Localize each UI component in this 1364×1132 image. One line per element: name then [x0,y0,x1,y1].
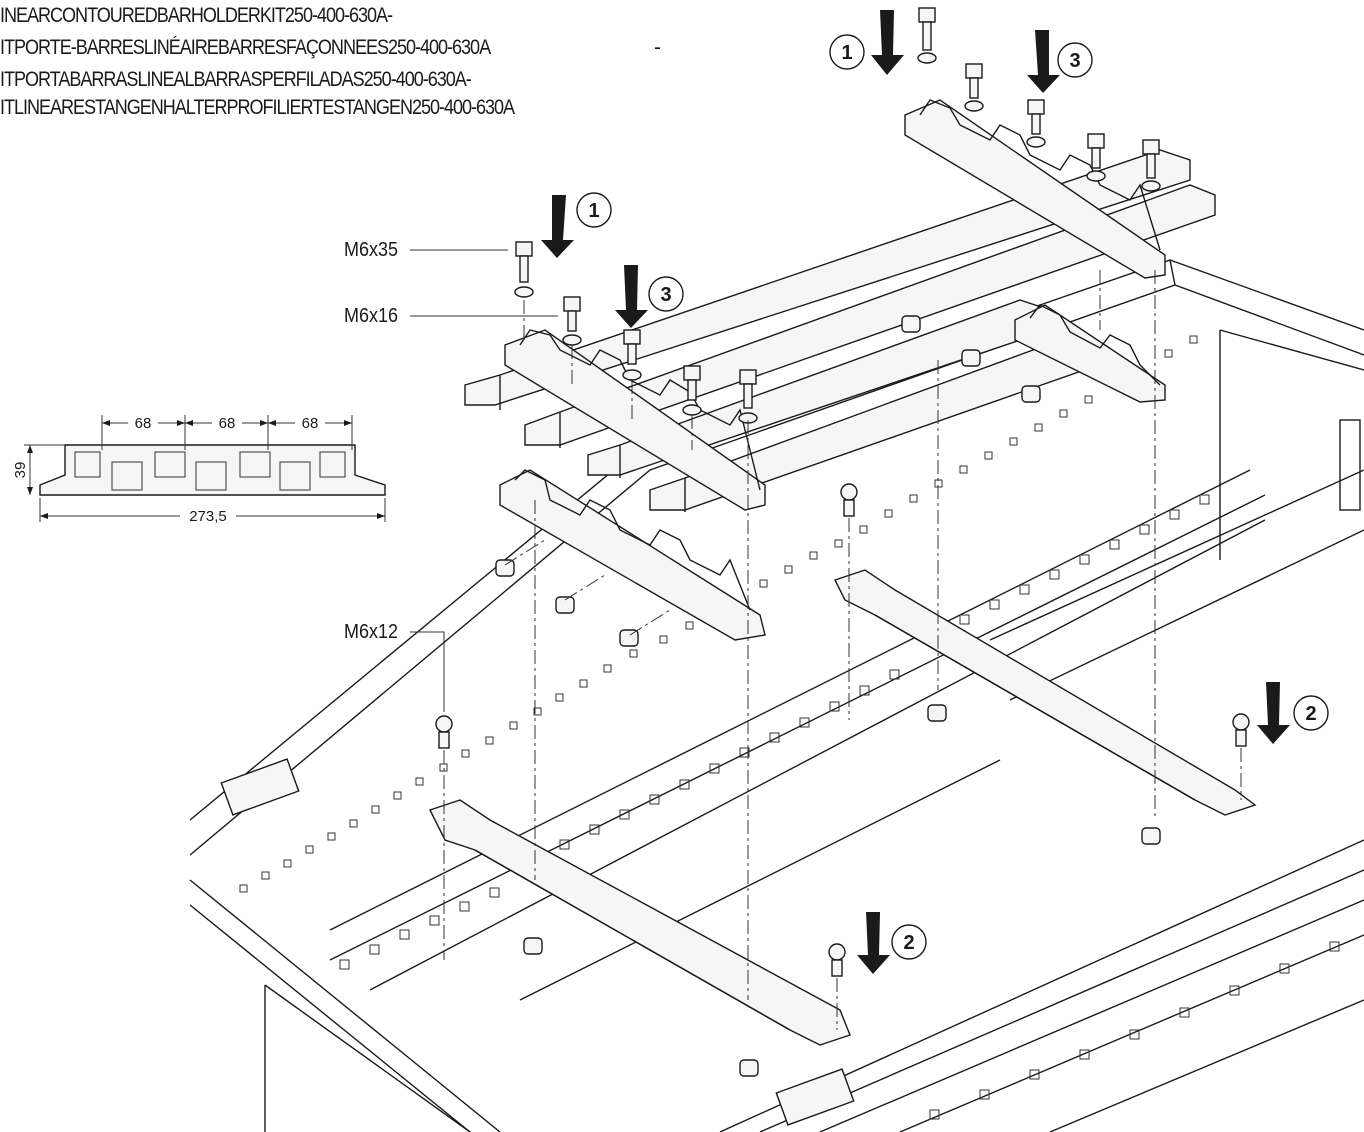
assembly-centerlines [443,270,1242,1030]
label-m6x12: M6x12 [344,621,399,643]
step1-top-number: 1 [841,42,852,64]
dim-pitch-2: 68 [219,415,236,432]
dim-pitch-3-bg [295,414,325,430]
perforation-row-left [239,621,694,893]
bar-holder-bottom-rear [1014,304,1166,403]
holder-dimension-detail [24,415,386,522]
step3-mid-circle [648,276,684,312]
title-line-de: ITLINEARESTANGENHALTERPROFILIERTESTANGEN… [0,96,515,119]
bar-holder-top-rear [904,99,1166,279]
screw-m6x16-front-4 [738,369,758,424]
arrow-step3-top [1027,30,1060,93]
dim-pitch-3: 68 [302,415,319,432]
arrow-step1-top [871,10,904,75]
screw-m6x35-rear [917,7,937,64]
screw-m6x16-front-1 [562,296,582,346]
title-line-es: ITPORTABARRASLINEALBARRASPERFILADAS250-4… [0,68,472,91]
arrow-step2-right [1257,682,1290,744]
terminal-strip-right [959,494,1210,625]
label-m6x16: M6x16 [344,305,399,327]
label-m6x35: M6x35 [344,239,399,261]
perforation-row-mid [759,335,1198,588]
step1-mid-circle [576,192,612,228]
title-line-fr: ITPORTE-BARRESLINÉAIREBARRESFAÇONNEES250… [0,36,491,59]
dim-pitch-1-bg [128,414,158,430]
screw-m6x12-rear-right [1232,713,1250,747]
screw-m6x16-rear-3 [1086,133,1106,182]
dim-pitch-1: 68 [135,415,152,432]
screw-m6x12-rear-left [840,483,858,517]
arrow-step1-mid [541,195,574,258]
leader-m6x12 [410,631,445,712]
screw-m6x12-front-left [435,715,453,749]
screw-m6x16-rear-1 [964,63,984,112]
screw-m6x12-front-right [828,943,846,977]
screw-m6x16-front-3 [682,365,702,416]
screw-m6x16-rear-2 [1026,99,1046,148]
handle-bracket-left [220,758,300,816]
step3-top-number: 3 [1069,50,1080,72]
bar-holder-bottom-front [499,469,766,641]
step1-mid-number: 1 [588,200,599,222]
support-bar-rear [834,569,1257,816]
title-dash: - [654,36,661,59]
arrow-step2-bottom [857,912,890,974]
dim-height: 39 [12,462,29,479]
title-line-en: INEARCONTOUREDBARHOLDERKIT250-400-630A- [0,4,393,27]
step1-top-circle [829,34,865,70]
step3-top-circle [1057,42,1093,78]
step2-right-circle [1293,695,1329,731]
dim-total-width: 273,5 [189,508,227,525]
dim-pitch-2-bg [212,414,242,430]
step3-mid-number: 3 [660,284,671,306]
terminal-strip-bottom [339,887,1340,1120]
screw-m6x16-front-2 [622,329,642,381]
screw-m6x16-rear-4 [1141,139,1161,192]
screw-m6x35-front [514,241,534,298]
step2-bottom-number: 2 [903,932,914,954]
step2-right-number: 2 [1305,703,1316,725]
support-bar-front [429,799,851,1046]
handle-bracket-bottom [775,1068,855,1126]
terminal-strip-center [559,669,900,850]
step2-bottom-circle [891,924,927,960]
arrow-step3-mid [615,265,648,328]
nuts [495,315,1161,1077]
dim-width-bg [180,508,236,524]
enclosure-frame [189,259,1364,1132]
